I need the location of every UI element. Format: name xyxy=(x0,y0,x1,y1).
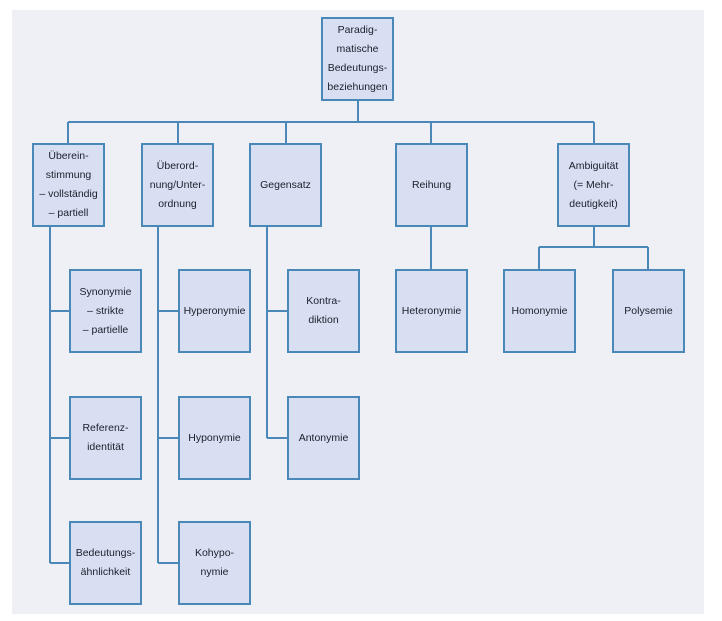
subtype-bedeutungsaehnlichkeit: Bedeutungs- ähnlichkeit xyxy=(69,521,142,605)
subtype-hyponymie: Hyponymie xyxy=(178,396,251,480)
subtype-heteronymie: Heteronymie xyxy=(395,269,468,353)
category-ueberordnung: Überord- nung/Unter- ordnung xyxy=(141,143,214,227)
root-node: Paradig- matische Bedeutungs- beziehunge… xyxy=(321,17,394,101)
subtype-polysemie: Polysemie xyxy=(612,269,685,353)
subtype-referenzidentitaet: Referenz- identität xyxy=(69,396,142,480)
subtype-hyperonymie: Hyperonymie xyxy=(178,269,251,353)
subtype-kontradiktion: Kontra- diktion xyxy=(287,269,360,353)
category-ambiguitaet: Ambiguität (= Mehr- deutigkeit) xyxy=(557,143,630,227)
subtype-synonymie: Synonymie – strikte – partielle xyxy=(69,269,142,353)
category-reihung: Reihung xyxy=(395,143,468,227)
category-uebereinstimmung: Überein- stimmung – vollständig – partie… xyxy=(32,143,105,227)
subtype-homonymie: Homonymie xyxy=(503,269,576,353)
subtype-antonymie: Antonymie xyxy=(287,396,360,480)
category-gegensatz: Gegensatz xyxy=(249,143,322,227)
subtype-kohyponymie: Kohypo- nymie xyxy=(178,521,251,605)
